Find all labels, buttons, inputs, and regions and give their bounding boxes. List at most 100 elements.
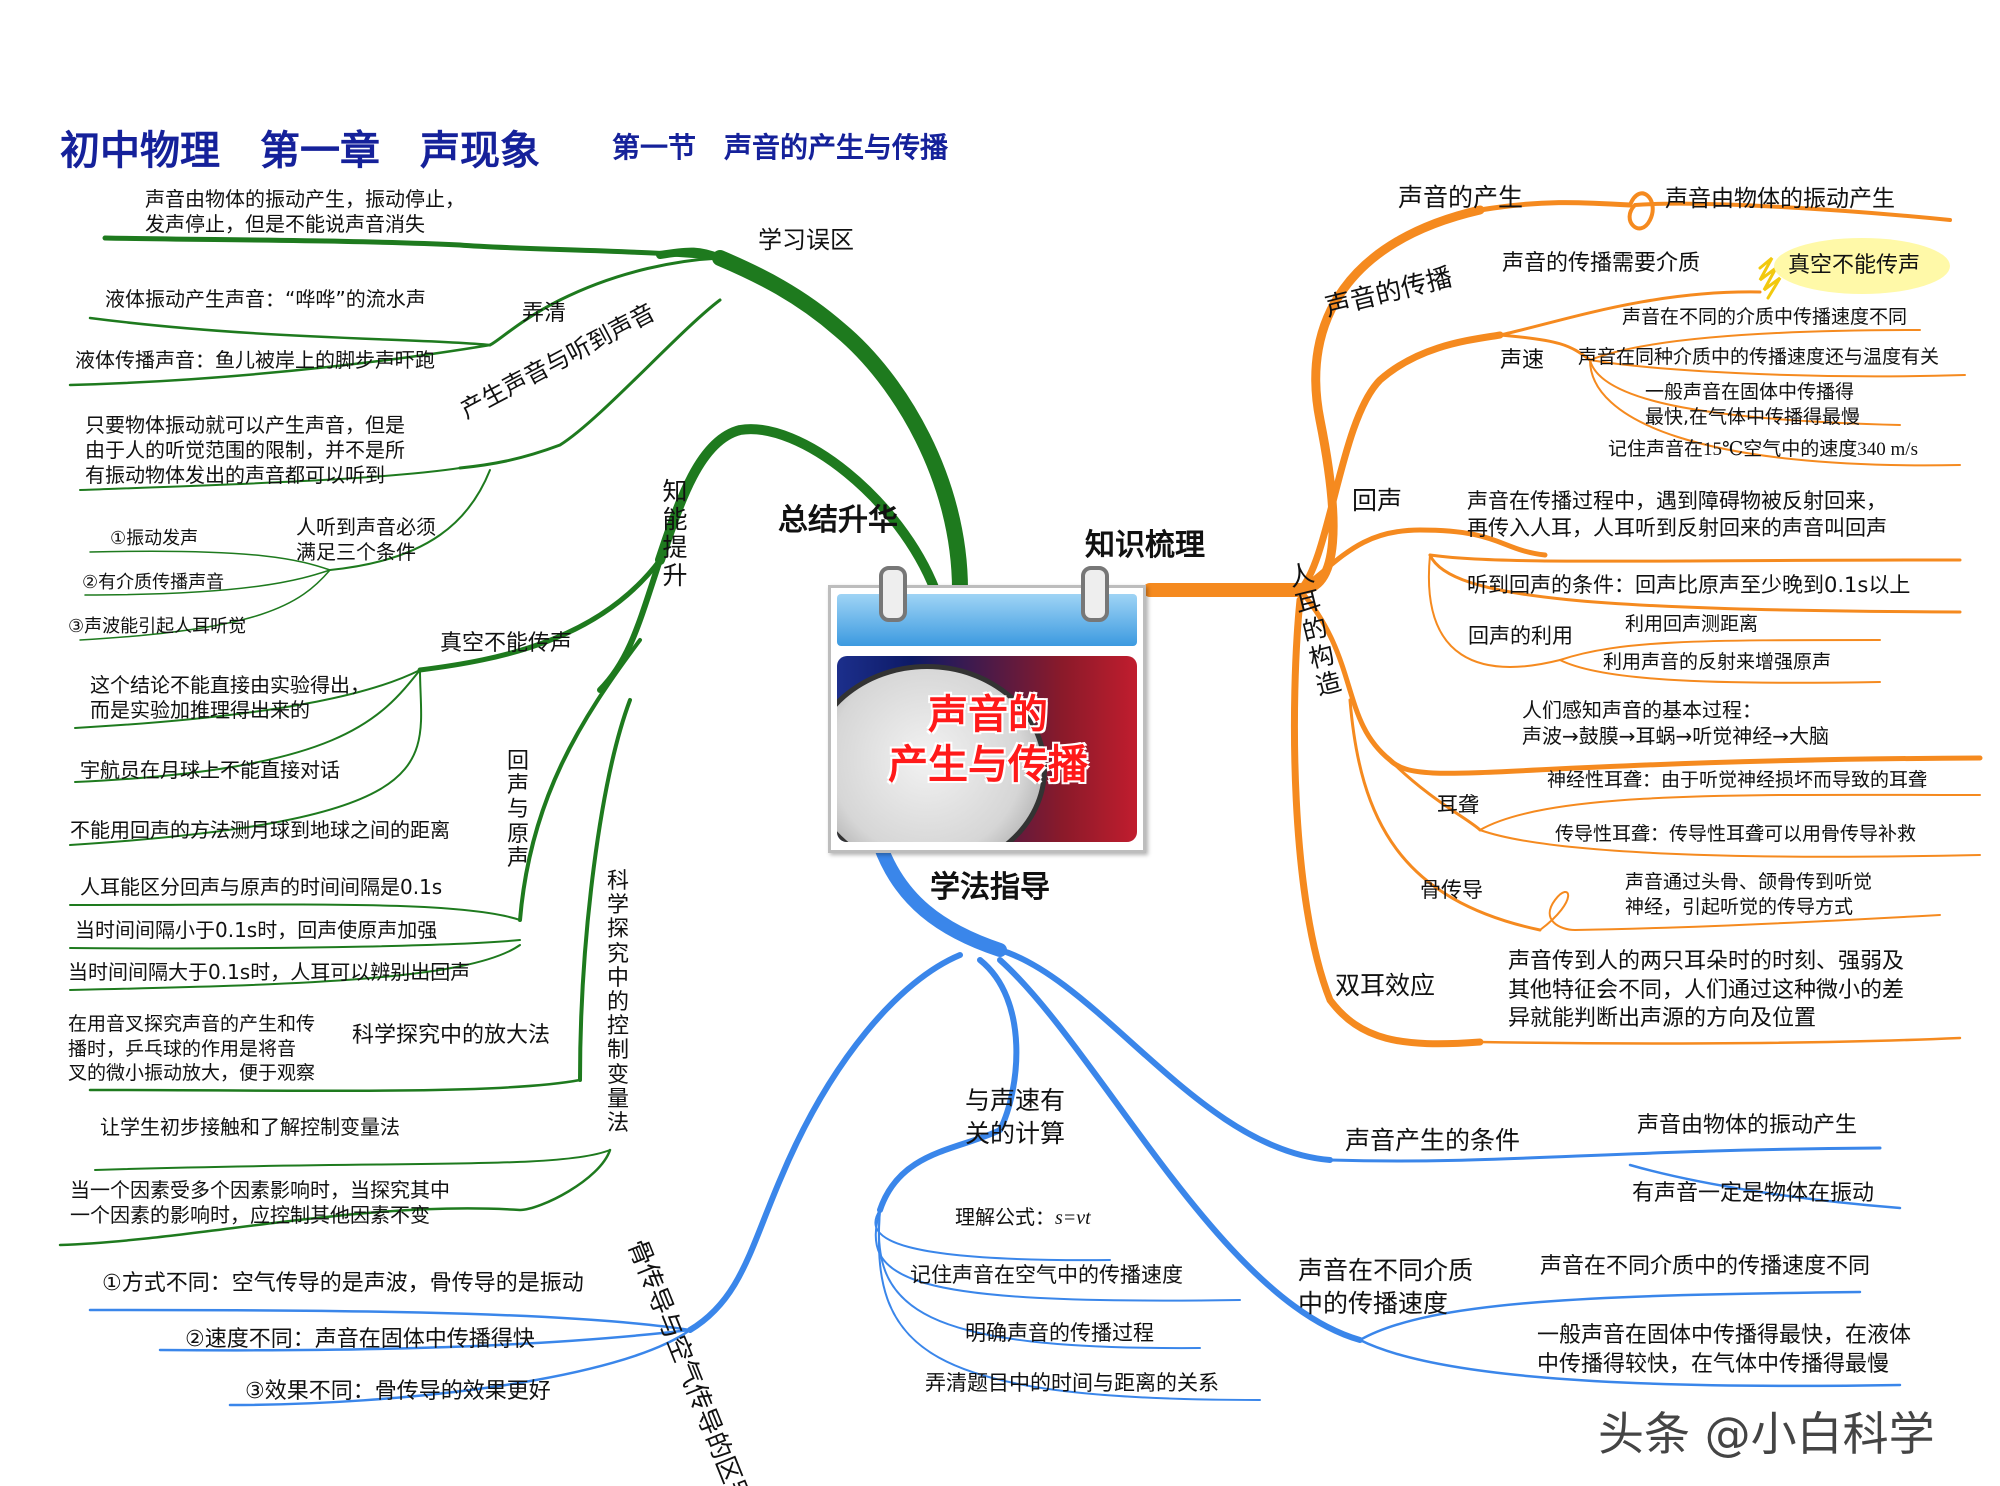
bone-air-item: ①方式不同：空气传导的是声波，骨传导的是振动 (102, 1271, 584, 1296)
binaural-label: 双耳效应 (1335, 971, 1436, 1000)
note-line: 其他特征会不同，人们通过这种微小的差 (1508, 977, 1905, 1003)
deaf-item: 传导性耳聋：传导性耳聋可以用骨传导补救 (1555, 823, 1917, 845)
center-title-line: 产生与传播 (888, 742, 1088, 788)
ring-icon (879, 566, 907, 622)
calc-item: 弄清题目中的时间与距离的关系 (925, 1371, 1219, 1395)
speed-item: 声音在不同的介质中传播速度不同 (1622, 306, 1908, 328)
note-line: 异就能判断出声源的方向及位置 (1508, 1006, 1817, 1032)
bone-note: 声音通过头骨、颌骨传到听觉 神经，引起听觉的传导方式 (1625, 870, 1872, 919)
note-line: 中传播得较快，在气体中传播得最慢 (1537, 1351, 1890, 1377)
control-item: 让学生初步接触和了解控制变量法 (100, 1115, 400, 1139)
note-line: 而是实验加推理得出来的 (90, 698, 310, 722)
echo-def: 声音在传播过程中，遇到障碍物被反射回来， 再传入人耳，人耳听到反射回来的声音叫回… (1467, 488, 1887, 543)
echo-condition: 听到回声的条件：回声比原声至少晚到0.1s以上 (1467, 573, 1911, 597)
center-title-line: 声音的 (928, 692, 1048, 738)
note-line: 再传入人耳，人耳听到反射回来的声音叫回声 (1467, 516, 1887, 541)
note-line: 一般声音在固体中传播得 (1645, 381, 1855, 403)
conditions-label: 人听到声音必须 满足三个条件 (296, 515, 436, 565)
speed-method-item: 声音在不同介质中的传播速度不同 (1540, 1254, 1871, 1279)
note-line: 一般声音在固体中传播得最快，在液体 (1537, 1323, 1912, 1348)
vacuum-item: 这个结论不能直接由实验得出， 而是实验加推理得出来的 (90, 673, 370, 723)
note-line: 当一个因素受多个因素影响时，当探究其中 (70, 1178, 450, 1202)
center-photo (837, 656, 1137, 842)
echo-use-label: 回声的利用 (1468, 624, 1573, 648)
bone-air-item: ②速度不同：声音在固体中传播得快 (185, 1327, 535, 1352)
produce-label: 声音的产生 (1398, 183, 1524, 212)
speed-method-label: 声音在不同介质 中的传播速度 (1298, 1255, 1473, 1320)
note-line: 播时，乒乓球的作用是将音 (68, 1037, 297, 1060)
note-line: 关的计算 (965, 1118, 1066, 1148)
condition-item: ①振动发声 (110, 528, 199, 549)
note-line: 这个结论不能直接由实验得出， (90, 673, 370, 697)
main-branch-method: 学法指导 (930, 870, 1050, 905)
note-line: 人听到声音必须 (296, 515, 436, 539)
amplify-label: 科学探究中的放大法 (352, 1023, 551, 1048)
condition-method-item: 声音由物体的振动产生 (1637, 1113, 1858, 1138)
note-line: 人们感知声音的基本过程： (1522, 698, 1762, 722)
condition-item: ③声波能引起人耳听觉 (68, 616, 247, 637)
formula: s=vt (1055, 1207, 1091, 1229)
note-line: 最快,在气体中传播得最慢 (1645, 405, 1861, 428)
note-line: 只要物体振动就可以产生声音，但是 (85, 413, 405, 437)
note-line: 中的传播速度 (1298, 1288, 1449, 1318)
note-line: 一个因素的影响时，应控制其他因素不变 (70, 1203, 430, 1227)
clarify-item: 液体振动产生声音：“哗哗”的流水声 (105, 287, 426, 311)
speed-method-item: 一般声音在固体中传播得最快，在液体 中传播得较快，在气体中传播得最慢 (1537, 1322, 1911, 1379)
condition-item: ②有介质传播声音 (82, 572, 225, 593)
produce-hear-note: 只要物体振动就可以产生声音，但是 由于人的听觉范围的限制，并不是所 有振动物体发… (85, 413, 405, 488)
note-line: 与声速有 (965, 1086, 1066, 1115)
echo-use-item: 利用声音的反射来增强原声 (1603, 651, 1832, 673)
speed-item: 记住声音在15℃空气中的速度340 m/s (1608, 439, 1918, 460)
echo-use-item: 利用回声测距离 (1625, 613, 1759, 635)
echo-knowledge-label: 回声 (1352, 486, 1403, 515)
note-line: 神经，引起听觉的传导方式 (1625, 895, 1854, 918)
calc-item: 记住声音在空气中的传播速度 (910, 1263, 1183, 1287)
note-line: 声音传到人的两只耳朵时的时刻、强弱及 (1508, 949, 1905, 974)
binaural-note: 声音传到人的两只耳朵时的时刻、强弱及 其他特征会不同，人们通过这种微小的差 异就… (1508, 948, 1904, 1034)
vacuum-label: 真空不能传声 (440, 631, 573, 656)
note-line: 叉的微小振动放大，便于观察 (68, 1062, 316, 1085)
page-subtitle: 第一节 声音的产生与传播 (612, 131, 949, 164)
condition-method-item: 有声音一定是物体在振动 (1632, 1181, 1875, 1206)
speed-item: 声音在同种介质中的传播速度还与温度有关 (1578, 346, 1940, 368)
mistakes-note: 声音由物体的振动产生，振动停止， 发声停止，但是不能说声音消失 (145, 187, 465, 237)
formula-item: 理解公式：s=vt (955, 1205, 1091, 1231)
note-line: 声音由物体的振动产生，振动停止， (145, 187, 465, 211)
note-line: 声波→鼓膜→耳蜗→听觉神经→大脑 (1522, 724, 1830, 748)
speed-item: 一般声音在固体中传播得 最快,在气体中传播得最慢 (1645, 380, 1860, 429)
mistakes-label: 学习误区 (758, 226, 854, 254)
note-line: 发声停止，但是不能说声音消失 (145, 212, 425, 236)
deaf-item: 神经性耳聋：由于听觉神经损坏而导致的耳聋 (1547, 769, 1928, 791)
echo-item: 人耳能区分回声与原声的时间间隔是0.1s (80, 875, 443, 899)
watermark: 头条 @小白科学 (1598, 1407, 1935, 1461)
control-item: 当一个因素受多个因素影响时，当探究其中 一个因素的影响时，应控制其他因素不变 (70, 1178, 450, 1228)
ear-process: 人们感知声音的基本过程： 声波→鼓膜→耳蜗→听觉神经→大脑 (1522, 697, 1829, 749)
medium-note: 声音的传播需要介质 (1502, 251, 1701, 276)
ring-icon (1081, 566, 1109, 622)
condition-method-label: 声音产生的条件 (1345, 1126, 1521, 1155)
vacuum-item: 不能用回声的方法测月球到地球之间的距离 (70, 818, 450, 842)
note-line: 声音在不同介质 (1298, 1256, 1474, 1285)
calc-label: 与声速有 关的计算 (965, 1085, 1065, 1150)
vacuum-highlight: 真空不能传声 (1788, 253, 1921, 278)
speed-label: 声速 (1500, 348, 1545, 373)
note-line: 有振动物体发出的声音都可以听到 (85, 463, 385, 487)
page-title: 初中物理 第一章 声现象 (60, 127, 540, 174)
formula-label: 理解公式： (955, 1205, 1055, 1229)
amplify-note: 在用音叉探究声音的产生和传 播时，乒乓球的作用是将音 叉的微小振动放大，便于观察 (68, 1012, 315, 1086)
main-branch-knowledge: 知识梳理 (1085, 528, 1205, 563)
bone-label: 骨传导 (1420, 878, 1483, 902)
note-line: 由于人的听觉范围的限制，并不是所 (85, 438, 405, 462)
center-title: 声音的 产生与传播 (838, 690, 1138, 790)
vacuum-item: 宇航员在月球上不能直接对话 (80, 758, 340, 782)
center-card (828, 566, 1146, 853)
main-branch-summary: 总结升华 (778, 503, 898, 538)
calc-item: 明确声音的传播过程 (965, 1321, 1154, 1345)
note-line: 声音在传播过程中，遇到障碍物被反射回来， (1467, 489, 1887, 513)
echo-item: 当时间间隔小于0.1s时，回声使原声加强 (75, 918, 438, 942)
echo-original-label: 回声与原声 (506, 749, 529, 871)
note-line: 声音通过头骨、颌骨传到听觉 (1625, 871, 1873, 893)
control-variable-label: 科学探究中的控制变量法 (606, 869, 629, 1136)
